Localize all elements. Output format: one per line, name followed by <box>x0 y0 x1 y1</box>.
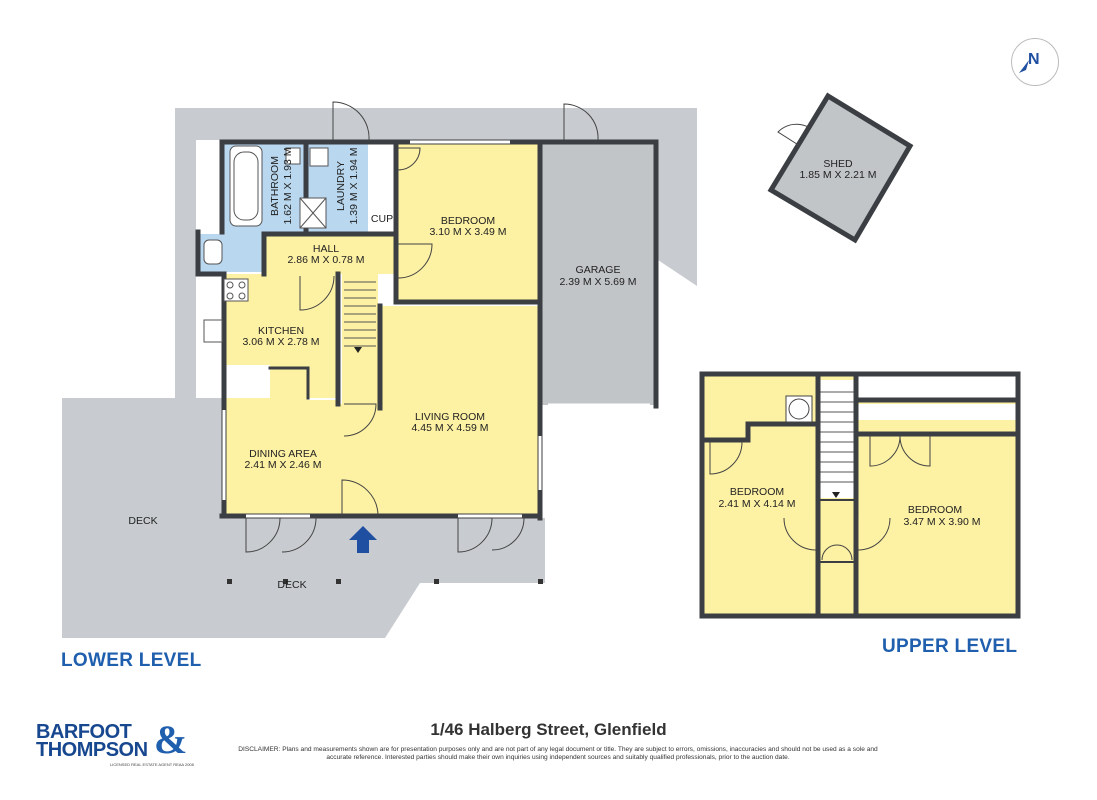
door-swings-lower <box>245 101 599 553</box>
room-labels: BATHROOM 1.62 M X 1.93 M LAUNDRY 1.39 M … <box>128 147 980 591</box>
landing-cupboard <box>858 404 1016 420</box>
disclaimer-text: DISCLAIMER: Plans and measurements shown… <box>238 746 878 761</box>
north-compass: N <box>1011 38 1059 86</box>
deck-front-label: DECK <box>277 579 306 591</box>
door-swings-upper <box>709 395 931 561</box>
living-room-label: LIVING ROOM <box>415 411 485 423</box>
deck-posts <box>227 579 543 584</box>
stair-treads-lower <box>344 281 376 353</box>
north-arrow-icon <box>1019 60 1029 73</box>
kitchen-dims: 3.06 M X 2.78 M <box>242 336 319 348</box>
outdoor-areas <box>62 108 697 638</box>
logo-licence: LICENSED REAL ESTATE AGENT REAA 2008 <box>110 762 194 767</box>
upper-level-title: UPPER LEVEL <box>882 636 1018 657</box>
shed-dims: 1.85 M X 2.21 M <box>799 169 876 181</box>
logo-ampersand: & <box>154 717 188 762</box>
stair-treads-upper <box>818 380 856 498</box>
bedroom-upper-left-area <box>702 376 818 614</box>
lower-level-rooms <box>198 142 656 516</box>
laundry-tub <box>309 147 329 167</box>
logo-line-2: THOMPSON <box>36 739 148 761</box>
lower-level-title: LOWER LEVEL <box>61 650 202 671</box>
bedroom-upper-right-label: BEDROOM <box>908 504 962 516</box>
toilet <box>203 239 223 265</box>
hall-dims: 2.86 M X 0.78 M <box>287 254 364 266</box>
compass-ring <box>1011 38 1059 86</box>
lower-yard <box>175 108 697 398</box>
garage-label: GARAGE <box>576 264 621 276</box>
hall-label: HALL <box>313 243 339 255</box>
lower-level-walls <box>195 139 659 521</box>
kitchen-label: KITCHEN <box>258 325 304 337</box>
bedroom-upper-right-dims: 3.47 M X 3.90 M <box>903 516 980 528</box>
garage-dims: 2.39 M X 5.69 M <box>559 276 636 288</box>
living-dining-area <box>222 306 538 516</box>
bedroom-lower-dims: 3.10 M X 3.49 M <box>429 226 506 238</box>
garage-area <box>541 142 656 405</box>
cup-label: CUP <box>371 213 393 225</box>
living-room-dims: 4.45 M X 4.59 M <box>411 422 488 434</box>
sink <box>203 319 223 343</box>
fixtures-lower <box>203 145 329 343</box>
logo-line-1: BARFOOT <box>36 721 132 743</box>
dining-area-dims: 2.41 M X 2.46 M <box>244 459 321 471</box>
deck-left <box>62 398 222 638</box>
entry-arrow-icon <box>349 526 377 553</box>
hall-area <box>264 234 398 274</box>
compass-label: N <box>1028 51 1040 68</box>
deck-left-label: DECK <box>128 515 157 527</box>
windows-lower <box>222 140 650 518</box>
brand-logo: BARFOOT THOMPSON & LICENSED REAL ESTATE … <box>36 717 196 768</box>
bedroom-lower-label: BEDROOM <box>441 215 495 227</box>
upper-level-walls <box>699 371 1021 619</box>
bedroom-upper-left-dims: 2.41 M X 4.14 M <box>718 498 795 510</box>
bedroom-upper-right-area <box>856 402 1018 614</box>
deck-front <box>222 518 545 638</box>
bedroom-upper-left-label: BEDROOM <box>730 486 784 498</box>
cup-area <box>368 205 396 234</box>
laundry-dims: 1.39 M X 1.94 M <box>348 147 360 224</box>
shed <box>767 92 914 244</box>
dining-area-label: DINING AREA <box>249 448 317 460</box>
bathroom-dims: 1.62 M X 1.93 M <box>282 147 294 224</box>
vanity <box>285 147 301 165</box>
shed-label: SHED <box>823 158 853 170</box>
stair-lower <box>342 274 378 404</box>
bathroom-label: BATHROOM <box>269 156 281 216</box>
bedroom-lower-area <box>397 142 538 302</box>
property-address: 1/46 Halberg Street, Glenfield <box>430 720 667 739</box>
laundry-label: LAUNDRY <box>335 161 347 211</box>
